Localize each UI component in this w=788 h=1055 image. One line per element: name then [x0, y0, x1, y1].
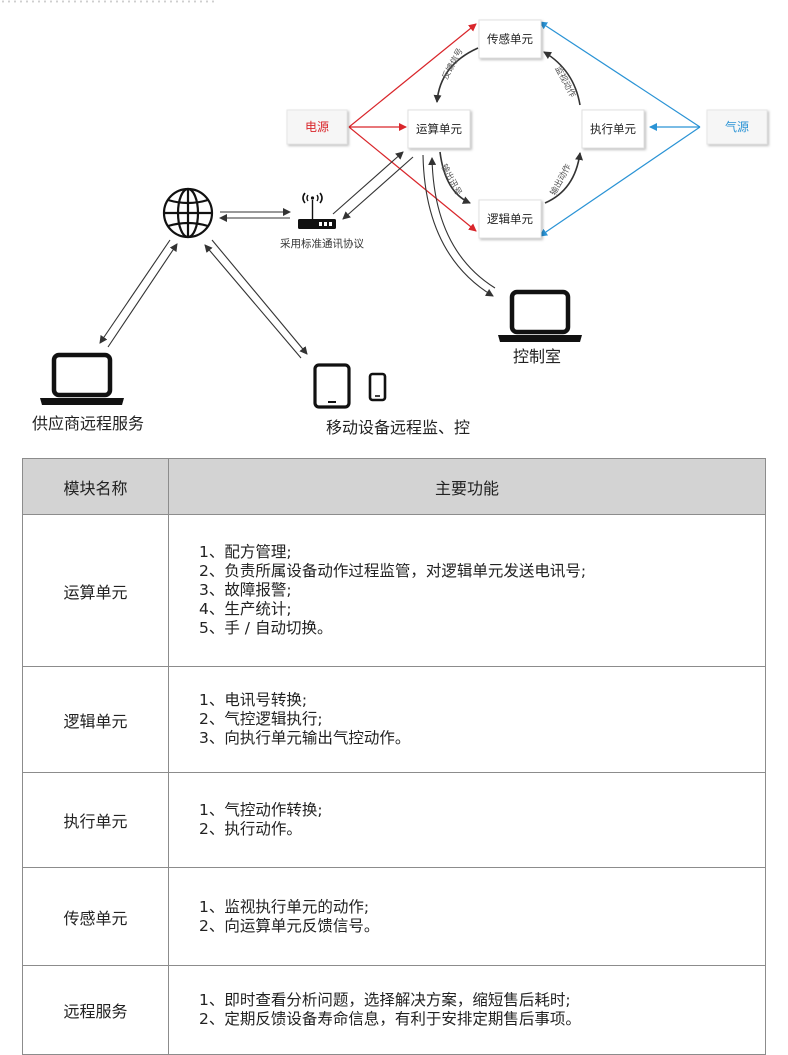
table-row: 远程服务 1、即时查看分析问题，选择解决方案，缩短售后耗时; 2、定期反馈设备寿…	[22, 965, 766, 1055]
supplier-label: 供应商远程服务	[32, 414, 144, 433]
output-signal-label: 输出讯号	[438, 162, 464, 197]
function-item: 4、生产统计;	[199, 600, 292, 618]
function-item: 2、向运算单元反馈信号。	[199, 916, 380, 935]
table-row: 运算单元 1、配方管理; 2、负责所属设备动作过程监管，对逻辑单元发送电讯号; …	[22, 514, 766, 667]
function-cell: 1、监视执行单元的动作; 2、向运算单元反馈信号。	[168, 867, 766, 966]
air-lines	[539, 21, 701, 237]
sensor-label: 传感单元	[487, 32, 533, 46]
feedback-label: 反馈信号	[440, 46, 466, 81]
router-label: 采用标准通讯协议	[280, 237, 364, 250]
function-item: 1、电讯号转换;	[199, 691, 308, 709]
supplier-laptop-icon	[40, 352, 124, 405]
function-item: 1、气控动作转换;	[199, 801, 323, 819]
function-item: 1、配方管理;	[199, 543, 292, 561]
function-cell: 1、电讯号转换; 2、气控逻辑执行; 3、向执行单元输出气控动作。	[168, 666, 766, 773]
globe-to-supplier-arrow	[99, 239, 171, 344]
function-item: 1、即时查看分析问题，选择解决方案，缩短售后耗时;	[199, 991, 571, 1009]
globe-to-mobile-arrow	[211, 239, 308, 355]
exec-node: 执行单元	[581, 109, 645, 149]
table-row: 执行单元 1、气控动作转换; 2、执行动作。	[22, 772, 766, 868]
supplier-to-globe-arrow	[107, 243, 178, 348]
compute-to-router-arrow	[342, 156, 414, 220]
table-row: 逻辑单元 1、电讯号转换; 2、气控逻辑执行; 3、向执行单元输出气控动作。	[22, 666, 766, 773]
function-item: 2、定期反馈设备寿命信息，有利于安排定期售后事项。	[199, 1010, 581, 1028]
feedback-arrow	[433, 47, 479, 103]
module-name-cell: 远程服务	[22, 965, 169, 1055]
air-to-sensor-arrow	[539, 21, 701, 128]
function-cell: 1、即时查看分析问题，选择解决方案，缩短售后耗时; 2、定期反馈设备寿命信息，有…	[168, 965, 766, 1055]
power-to-sensor-arrow	[348, 23, 477, 128]
function-cell: 1、配方管理; 2、负责所属设备动作过程监管，对逻辑单元发送电讯号; 3、故障报…	[168, 514, 766, 667]
output-action-arrow	[544, 152, 584, 204]
function-item: 1、监视执行单元的动作;	[199, 897, 370, 916]
internal-flows	[433, 47, 584, 204]
comm-arrows	[99, 151, 496, 359]
function-item: 2、执行动作。	[199, 820, 302, 838]
air-node: 气源	[706, 109, 768, 145]
router-icon	[298, 192, 336, 229]
table-row: 传感单元 1、监视执行单元的动作; 2、向运算单元反馈信号。	[22, 867, 766, 966]
header-module-name: 模块名称	[22, 458, 169, 515]
tablet-icon	[313, 363, 351, 409]
air-to-logic-arrow	[539, 126, 701, 237]
power-lines	[348, 23, 477, 232]
compute-to-control-arrow	[422, 154, 494, 297]
logic-node: 逻辑单元	[478, 199, 542, 239]
module-name-cell: 传感单元	[22, 867, 169, 966]
control-room-label: 控制室	[513, 347, 561, 366]
compute-node: 运算单元	[407, 109, 471, 149]
power-label: 电源	[305, 120, 329, 134]
system-diagram: 反馈信号 监视动作 输出讯号 输出动作 电源 气源 运算单元 传感单元 执行单元…	[32, 19, 768, 437]
function-table: 模块名称 主要功能 运算单元 1、配方管理; 2、负责所属设备动作过程监管，对逻…	[22, 458, 766, 1055]
exec-label: 执行单元	[590, 122, 636, 136]
globe-icon	[162, 187, 214, 239]
function-item: 5、手 / 自动切换。	[199, 619, 333, 637]
router-to-compute-arrow	[332, 151, 404, 215]
module-name-cell: 执行单元	[22, 772, 169, 868]
header-main-function: 主要功能	[168, 458, 766, 515]
phone-icon	[368, 372, 387, 402]
mobile-to-globe-arrow	[204, 244, 302, 359]
mobile-label: 移动设备远程监、控	[326, 418, 470, 437]
top-dotted-rule	[0, 0, 215, 3]
control-room-laptop-icon	[498, 289, 582, 342]
function-cell: 1、气控动作转换; 2、执行动作。	[168, 772, 766, 868]
function-item: 3、向执行单元输出气控动作。	[199, 729, 411, 747]
function-item: 2、气控逻辑执行;	[199, 710, 323, 728]
control-to-compute-arrow	[428, 157, 496, 289]
sensor-node: 传感单元	[478, 19, 542, 59]
function-item: 3、故障报警;	[199, 581, 292, 599]
monitor-arrow	[543, 51, 581, 106]
air-label: 气源	[725, 119, 749, 134]
module-name-cell: 运算单元	[22, 514, 169, 667]
output-signal-arrow	[439, 151, 471, 204]
power-node: 电源	[286, 109, 348, 145]
function-item: 2、负责所属设备动作过程监管，对逻辑单元发送电讯号;	[199, 562, 587, 580]
power-to-logic-arrow	[348, 126, 477, 232]
logic-label: 逻辑单元	[487, 212, 533, 226]
table-header-row: 模块名称 主要功能	[22, 458, 766, 515]
module-name-cell: 逻辑单元	[22, 666, 169, 773]
compute-label: 运算单元	[416, 122, 462, 136]
